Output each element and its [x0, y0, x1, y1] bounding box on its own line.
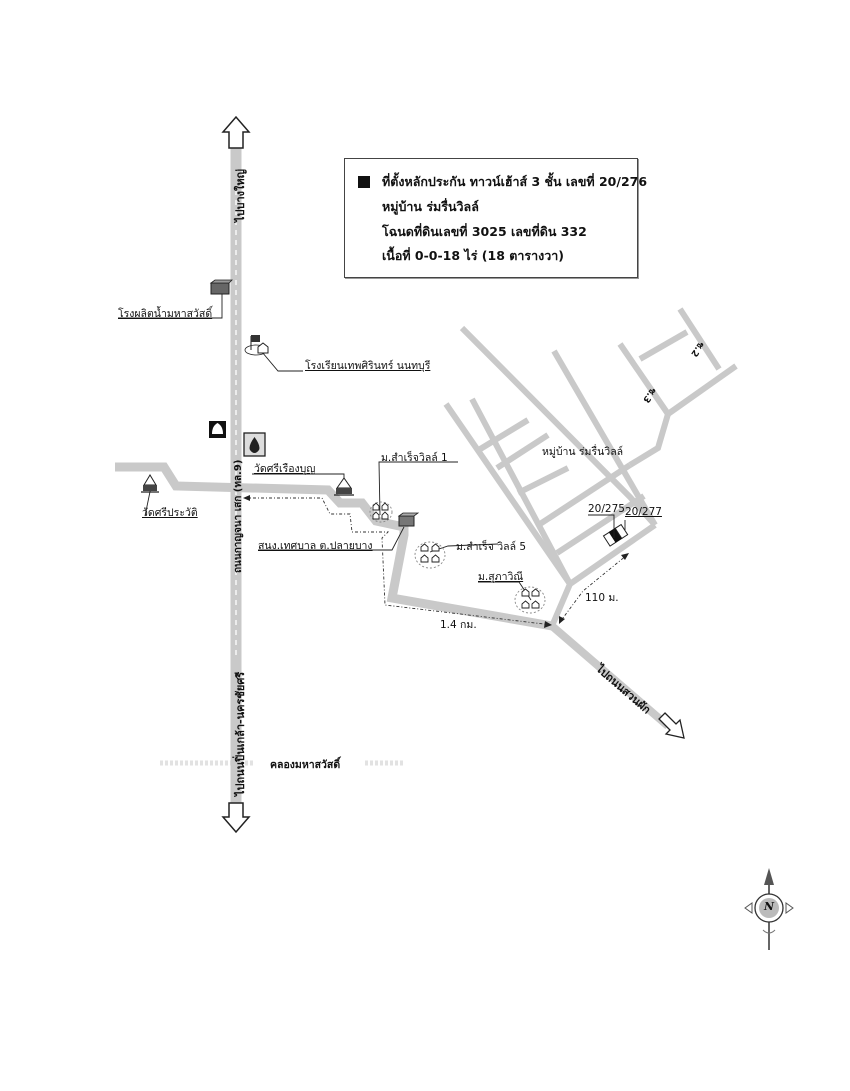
village-houses-samret-1: [369, 501, 393, 523]
label-to-bang-yai: ไปบางใหญ่: [234, 168, 247, 222]
info-line-3: โฉนดที่ดินเลขที่ 3025 เลขที่ดิน 332: [382, 224, 587, 239]
collateral-info-box: ที่ตั้งหลักประกัน ทาวน์เฮ้าส์ 3 ชั้น เลข…: [344, 158, 647, 278]
label-unit-20-275: 20/275: [588, 503, 625, 515]
secondary-road: [115, 462, 553, 631]
municipal-office-icon: [397, 512, 420, 527]
label-municipal-office: สนง.เทศบาล ต.ปลายบาง: [258, 540, 373, 552]
village-road-network: [443, 307, 738, 628]
compass-north-letter: N: [764, 900, 775, 913]
label-distance-main: 1.4 กม.: [440, 619, 477, 631]
route-arrowhead-east-icon: [544, 621, 552, 628]
village-houses-samret-5: [414, 541, 446, 569]
label-canal: คลองมหาสวัสดิ์: [270, 759, 341, 771]
black-square-marker-icon: [358, 176, 370, 188]
target-townhouse: [602, 523, 629, 547]
gas-station-icon: [243, 432, 266, 457]
arrow-south-icon: [221, 802, 251, 834]
label-village-supawinee: ม.สุภาวิณี: [478, 571, 524, 583]
route-arrowhead-ne-icon: [621, 553, 629, 560]
arrow-north-icon: [221, 115, 251, 149]
label-wat-sri-rueang-bun: วัดศรีเรืองบุญ: [254, 463, 316, 475]
arrow-southeast-icon: [658, 712, 685, 739]
route-arrowhead-sw-icon: [559, 616, 565, 624]
label-water-factory: โรงผลิตน้ำมหาสวัสดิ์: [118, 308, 213, 320]
info-line-1: ที่ตั้งหลักประกัน ทาวน์เฮ้าส์ 3 ชั้น เลข…: [382, 174, 648, 189]
label-distance-soi: 110 ม.: [585, 592, 619, 604]
school-icon: [244, 335, 269, 356]
temple-icon-wat-sri-prawat: [141, 474, 159, 493]
village-houses-supawinee: [514, 586, 546, 614]
label-unit-20-277: 20/277: [625, 506, 662, 518]
road-to-suan-phak: [549, 622, 671, 730]
route-dashed: [245, 497, 628, 626]
label-to-pinklao-nakhonchaisri: ไปถนนปิ่นเกล้า-นครชัยศรี: [234, 671, 247, 796]
water-factory-icon: [209, 279, 233, 295]
label-village-samret-1: ม.สำเร็จวิลล์ 1: [381, 452, 448, 464]
label-wat-sri-prawat: วัดศรีประวัติ: [142, 507, 198, 519]
info-line-4: เนื้อที่ 0-0-18 ไร่ (18 ตารางวา): [382, 248, 564, 263]
label-village-romruen: หมู่บ้าน ร่มรื่นวิลล์: [542, 446, 624, 458]
label-school: โรงเรียนเทพศิรินทร์ นนทบุรี: [305, 360, 431, 372]
route-arrowhead-west-icon: [243, 495, 250, 501]
label-main-road: ถนนกาญจนา เสก (ทล.9): [233, 459, 244, 573]
temple-icon-wat-sri-rueang-bun: [334, 477, 354, 496]
bank-icon: [209, 421, 226, 438]
compass-rose-icon: [744, 868, 794, 950]
label-village-samret-5: ม.สำเร็จ วิลล์ 5: [456, 541, 527, 553]
info-line-2: หมู่บ้าน ร่มรื่นวิลล์: [382, 199, 479, 214]
